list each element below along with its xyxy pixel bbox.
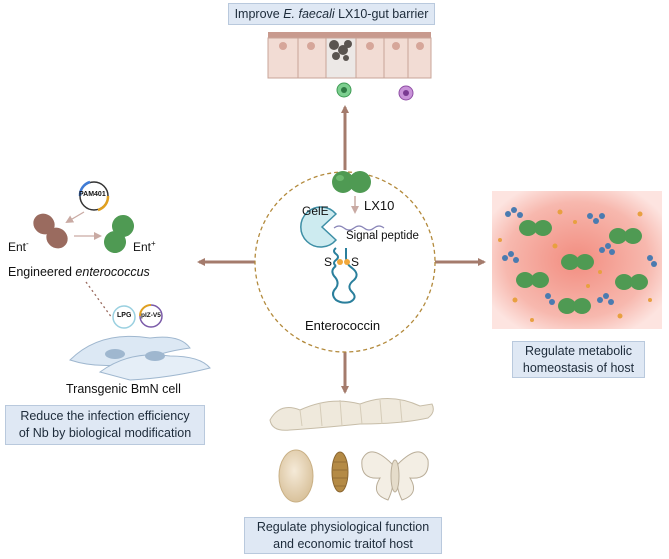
gele-label: GelE — [302, 204, 329, 218]
ent-plus-label: Ent+ — [133, 239, 156, 254]
signal-peptide-label: Signal peptide — [346, 230, 419, 242]
silkworm-larva-icon — [269, 398, 434, 431]
left-box-infection: Reduce the infection efficiency of Nb by… — [5, 405, 205, 445]
piz-v5-label: pIZ-V5 — [141, 312, 161, 319]
top-box-prefix: Improve — [234, 7, 284, 21]
top-box-suffix: LX10-gut barrier — [334, 7, 429, 21]
pam401-label: PAM401 — [79, 191, 106, 198]
metabolic-bacteria-cluster — [516, 220, 648, 314]
dotted-link — [85, 281, 113, 319]
disulfide-s-right: S — [351, 255, 360, 269]
immune-cell-green-icon — [336, 82, 352, 98]
engineered-enterococcus-label: Engineered enterococcus — [8, 265, 150, 279]
ent-minus-sup: - — [26, 239, 29, 248]
pam401-plasmid-icon — [78, 180, 110, 212]
right-box-metabolic: Regulate metabolic homeostasis of host — [512, 341, 645, 378]
flow-arrows — [197, 105, 486, 394]
top-box-species: E. faecali — [283, 7, 335, 21]
lpg-label: LPG — [117, 312, 132, 319]
bottom-box-physiological: Regulate physiological function and econ… — [244, 517, 442, 554]
bottom-box-line1: Regulate physiological function — [256, 520, 430, 534]
metabolite-molecules — [502, 207, 657, 305]
plasmid-down-arrow — [65, 211, 85, 224]
ent-plus-text: Ent — [133, 240, 152, 254]
bmn-cells-illustration — [69, 335, 211, 381]
lpg-plasmid-icon — [112, 305, 136, 329]
gele-protease-icon — [300, 206, 338, 248]
bottom-box-line2: and economic traitof host — [273, 537, 413, 551]
ent-plus-bacteria-icon — [104, 215, 134, 253]
gut-epithelium-illustration — [267, 32, 432, 79]
lx10-label: LX10 — [364, 198, 395, 213]
immune-cell-purple-icon — [398, 85, 414, 101]
top-box-gut-barrier: Improve E. faecali LX10-gut barrier — [228, 3, 435, 25]
lx10-bacteria-icon — [332, 171, 371, 193]
ent-minus-text: Ent — [8, 240, 27, 254]
ent-minus-bacteria-icon — [33, 213, 68, 249]
engineered-prefix: Engineered — [8, 265, 76, 279]
left-box-line2: of Nb by biological modification — [18, 426, 192, 440]
silk-moth-icon — [361, 451, 429, 501]
enterococcin-label: Enterococcin — [305, 318, 381, 333]
piz-v5-plasmid-icon — [139, 304, 163, 328]
left-box-line1: Reduce the infection efficiency — [20, 409, 190, 423]
disulfide-s-left: S — [324, 255, 333, 269]
enterococcin-peptide-icon — [331, 247, 358, 304]
signal-peptide-strand — [333, 225, 385, 231]
ent-plus-sup: + — [151, 239, 156, 248]
right-box-line2: homeostasis of host — [522, 361, 635, 375]
cocoon-icon — [278, 449, 314, 503]
pupa-icon — [331, 451, 349, 493]
ent-minus-label: Ent- — [8, 239, 29, 254]
right-box-line1: Regulate metabolic — [524, 344, 632, 358]
metabolite-dots — [498, 209, 652, 322]
engineered-italic: enterococcus — [75, 265, 150, 279]
bmn-cell-label: Transgenic BmN cell — [66, 382, 181, 396]
